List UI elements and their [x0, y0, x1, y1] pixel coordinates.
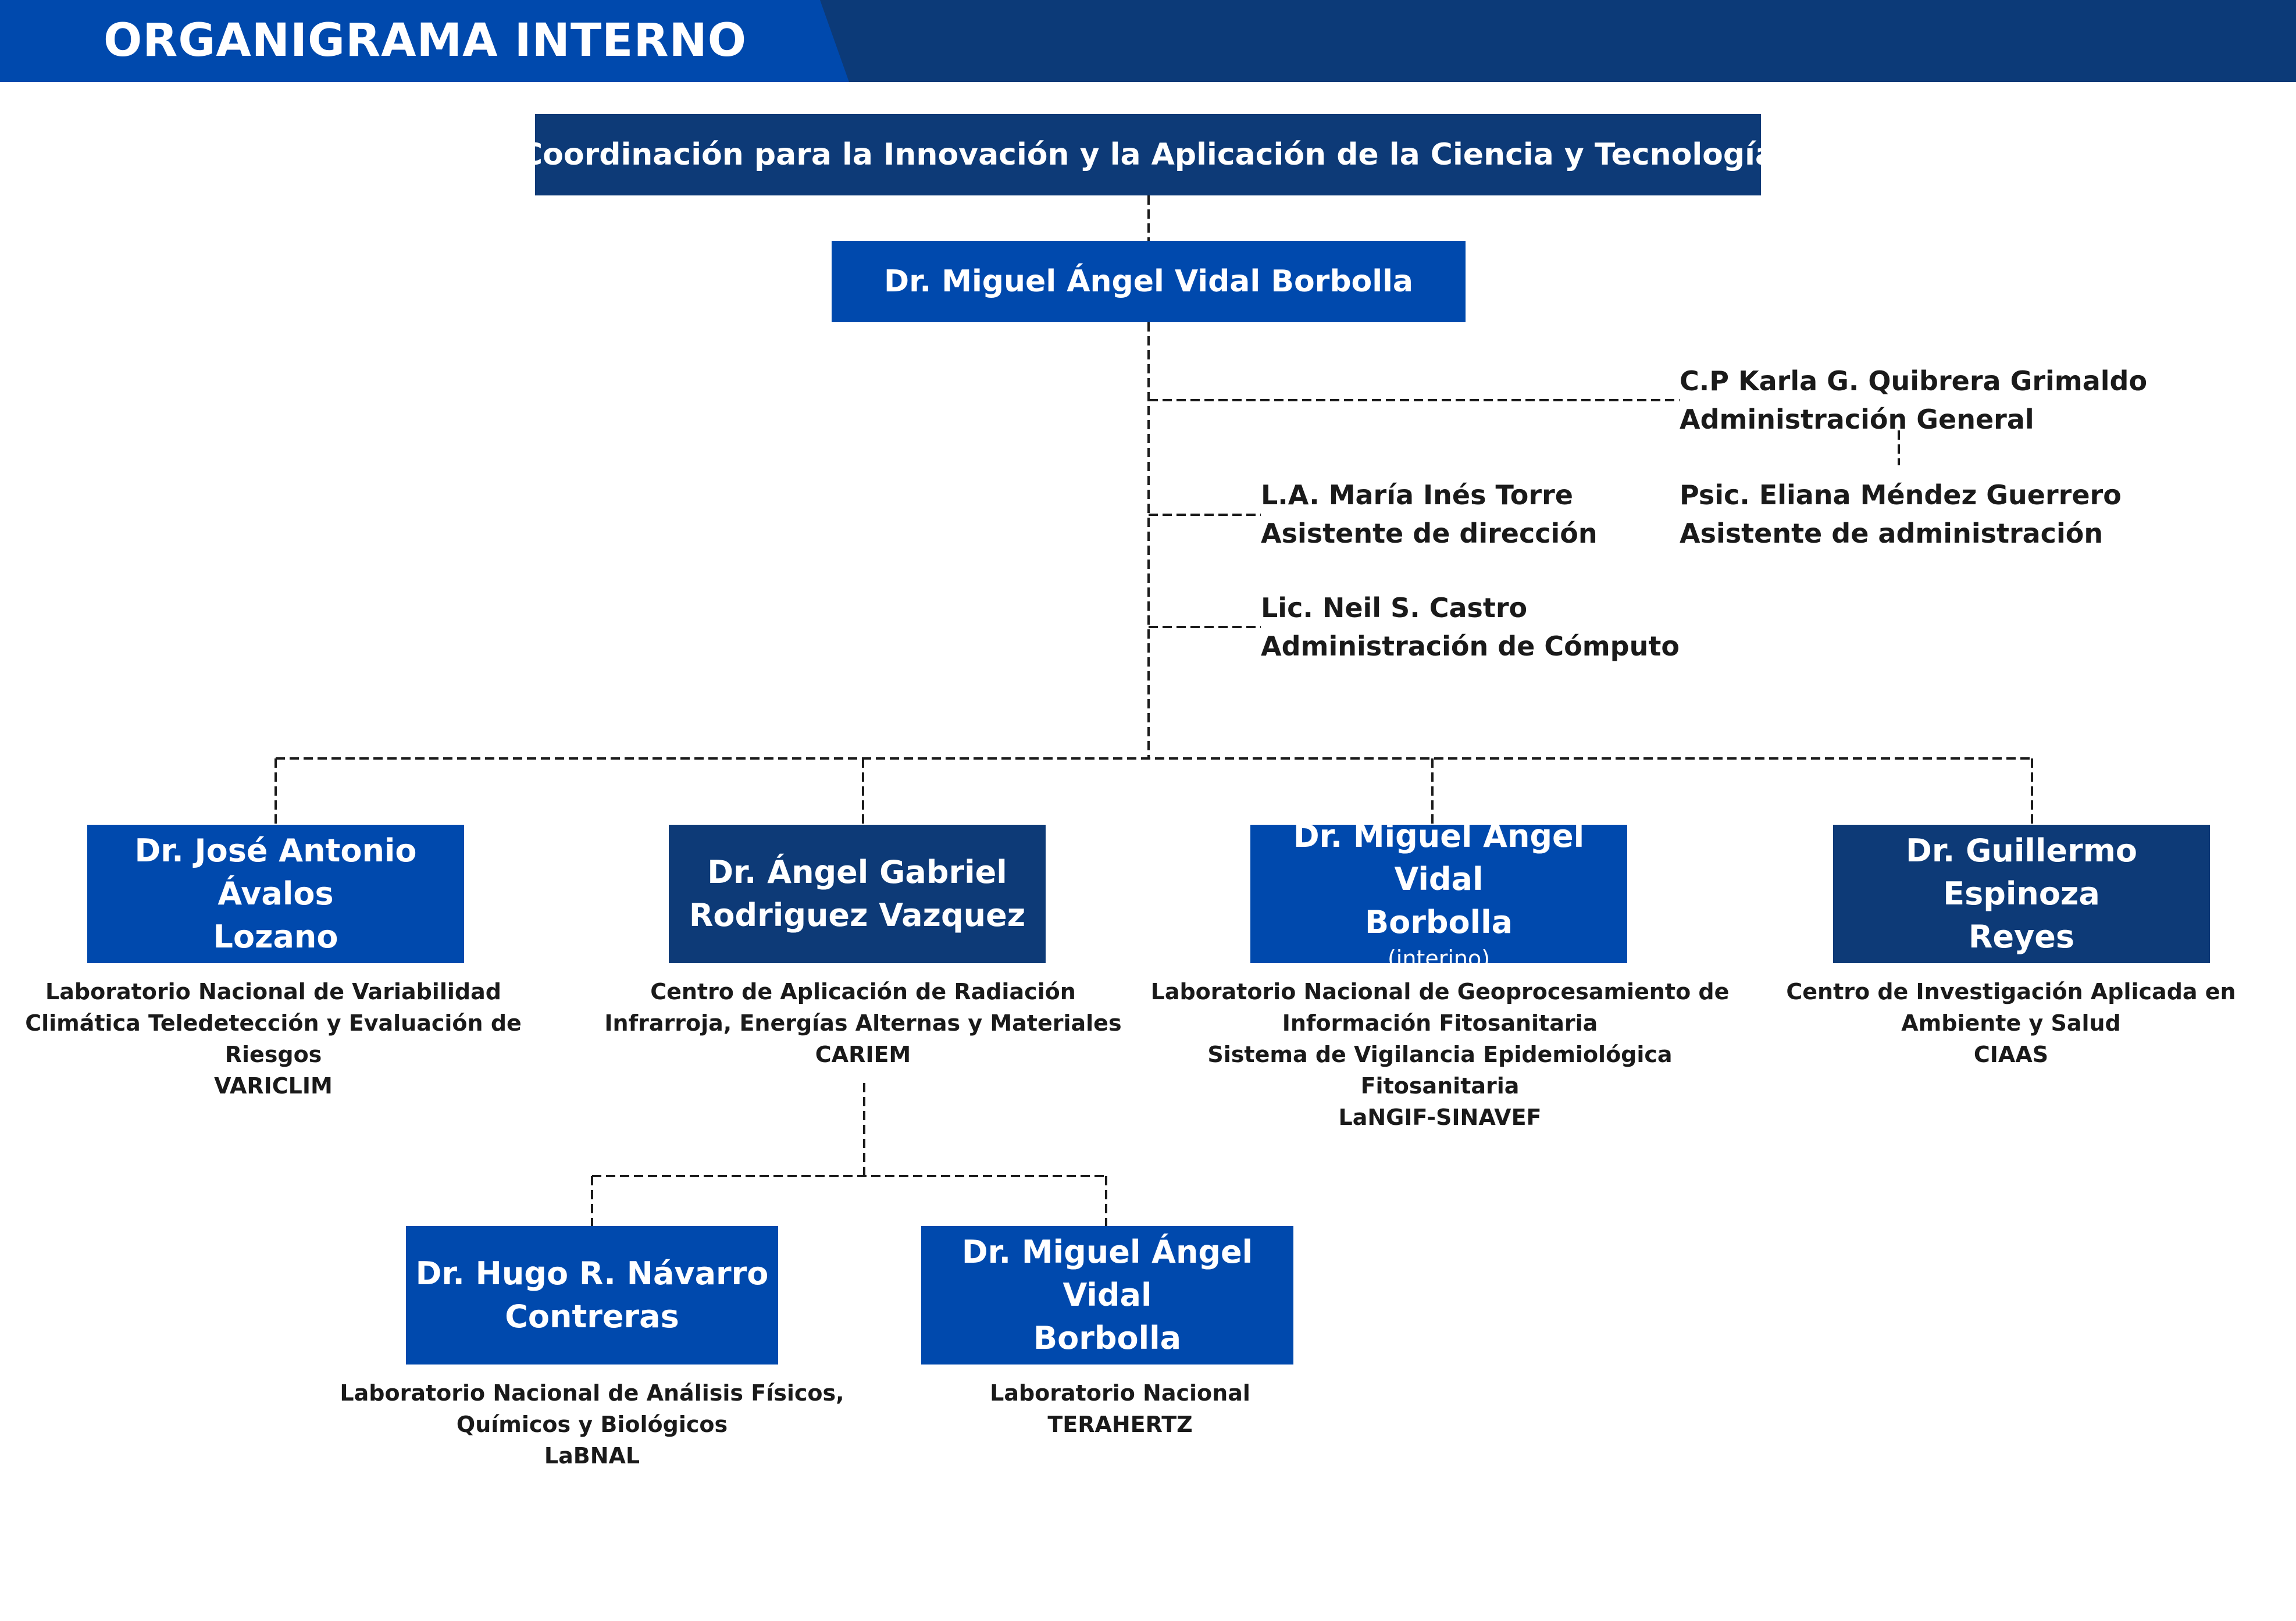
desc-line: Laboratorio Nacional de Geoprocesamiento… — [1150, 979, 1730, 1004]
unit-desc-langif: Laboratorio Nacional de Geoprocesamiento… — [1131, 976, 1749, 1133]
staff-admin-general: C.P Karla G. Quibrera Grimaldo Administr… — [1680, 362, 2147, 439]
desc-line: Químicos y Biológicos — [456, 1412, 728, 1437]
subunit-desc-terahertz: Laboratorio Nacional TERAHERTZ — [917, 1377, 1324, 1440]
unit-box-variclim: Dr. José Antonio Ávalos Lozano — [87, 825, 464, 963]
desc-line: Centro de Aplicación de Radiación — [650, 979, 1076, 1004]
desc-line: CARIEM — [815, 1042, 911, 1067]
unit-box-cariem: Dr. Ángel Gabriel Rodriguez Vazquez — [669, 825, 1046, 963]
unit-name-line: Dr. Ángel Gabriel — [707, 854, 1007, 890]
unit-name-line: Dr. Miguel Ángel Vidal — [961, 1234, 1253, 1313]
subunit-box-labnal: Dr. Hugo R. Návarro Contreras — [406, 1226, 778, 1365]
desc-line: Ambiente y Salud — [1901, 1010, 2121, 1036]
unit-name-line: Contreras — [505, 1298, 679, 1335]
unit-name-line: Rodriguez Vazquez — [689, 897, 1026, 934]
desc-line: Información Fitosanitaria — [1282, 1010, 1598, 1036]
desc-line: Climática Teledetección y Evaluación de — [25, 1010, 522, 1036]
unit-desc-ciaas: Centro de Investigación Aplicada en Ambi… — [1767, 976, 2255, 1070]
subunit-desc-labnal: Laboratorio Nacional de Análisis Físicos… — [330, 1377, 854, 1472]
staff-name: C.P Karla G. Quibrera Grimaldo — [1680, 365, 2148, 397]
subunit-box-terahertz: Dr. Miguel Ángel Vidal Borbolla — [921, 1226, 1293, 1365]
desc-line: Infrarroja, Energías Alternas y Material… — [604, 1010, 1122, 1036]
staff-name: L.A. María Inés Torre — [1261, 479, 1573, 511]
desc-line: LaBNAL — [544, 1443, 640, 1469]
unit-name-line: Dr. Hugo R. Návarro — [415, 1255, 769, 1292]
staff-director-assistant: L.A. María Inés Torre Asistente de direc… — [1261, 476, 1598, 553]
unit-desc-cariem: Centro de Aplicación de Radiación Infrar… — [601, 976, 1125, 1070]
desc-line: Fitosanitaria — [1360, 1073, 1520, 1099]
unit-tag: (interino) — [1387, 946, 1491, 971]
unit-name-line: Lozano — [213, 918, 338, 955]
desc-line: VARICLIM — [214, 1073, 333, 1099]
desc-line: Laboratorio Nacional de Análisis Físicos… — [340, 1380, 844, 1406]
director-box: Dr. Miguel Ángel Vidal Borbolla — [832, 241, 1466, 322]
staff-role: Asistente de dirección — [1261, 518, 1598, 549]
unit-name-line: Borbolla — [1033, 1320, 1182, 1356]
staff-name: Lic. Neil S. Castro — [1261, 592, 1528, 624]
staff-admin-assistant: Psic. Eliana Méndez Guerrero Asistente d… — [1680, 476, 2122, 553]
staff-role: Asistente de administración — [1680, 518, 2104, 549]
header-tab — [0, 0, 849, 82]
desc-line: Centro de Investigación Aplicada en — [1786, 979, 2236, 1004]
staff-name: Psic. Eliana Méndez Guerrero — [1680, 479, 2122, 511]
unit-name-line: Dr. Guillermo Espinoza — [1906, 832, 2137, 912]
desc-line: TERAHERTZ — [1047, 1412, 1193, 1437]
desc-line: LaNGIF-SINAVEF — [1338, 1105, 1542, 1130]
unit-name-line: Borbolla — [1364, 904, 1513, 940]
desc-line: CIAAS — [1973, 1042, 2049, 1067]
desc-line: Riesgos — [224, 1042, 322, 1067]
desc-line: Laboratorio Nacional de Variabilidad — [45, 979, 501, 1004]
coordination-label: Coordinación para la Innovación y la Apl… — [520, 137, 1776, 172]
desc-line: Sistema de Vigilancia Epidemiológica — [1207, 1042, 1673, 1067]
unit-box-ciaas: Dr. Guillermo Espinoza Reyes — [1833, 825, 2210, 963]
unit-desc-variclim: Laboratorio Nacional de Variabilidad Cli… — [12, 976, 535, 1102]
desc-line: Laboratorio Nacional — [990, 1380, 1250, 1406]
staff-role: Administración General — [1680, 404, 2034, 435]
coordination-box: Coordinación para la Innovación y la Apl… — [520, 114, 1776, 195]
unit-box-langif: Dr. Miguel Ángel Vidal Borbolla (interin… — [1250, 818, 1627, 971]
page-title: ORGANIGRAMA INTERNO — [104, 15, 747, 67]
unit-name-line: Dr. José Antonio Ávalos — [134, 832, 417, 912]
director-name: Dr. Miguel Ángel Vidal Borbolla — [883, 264, 1414, 299]
unit-name-line: Dr. Miguel Ángel Vidal — [1293, 818, 1585, 897]
unit-name-line: Reyes — [1968, 918, 2075, 955]
staff-computo: Lic. Neil S. Castro Administración de Có… — [1261, 589, 1680, 665]
staff-role: Administración de Cómputo — [1261, 630, 1680, 662]
